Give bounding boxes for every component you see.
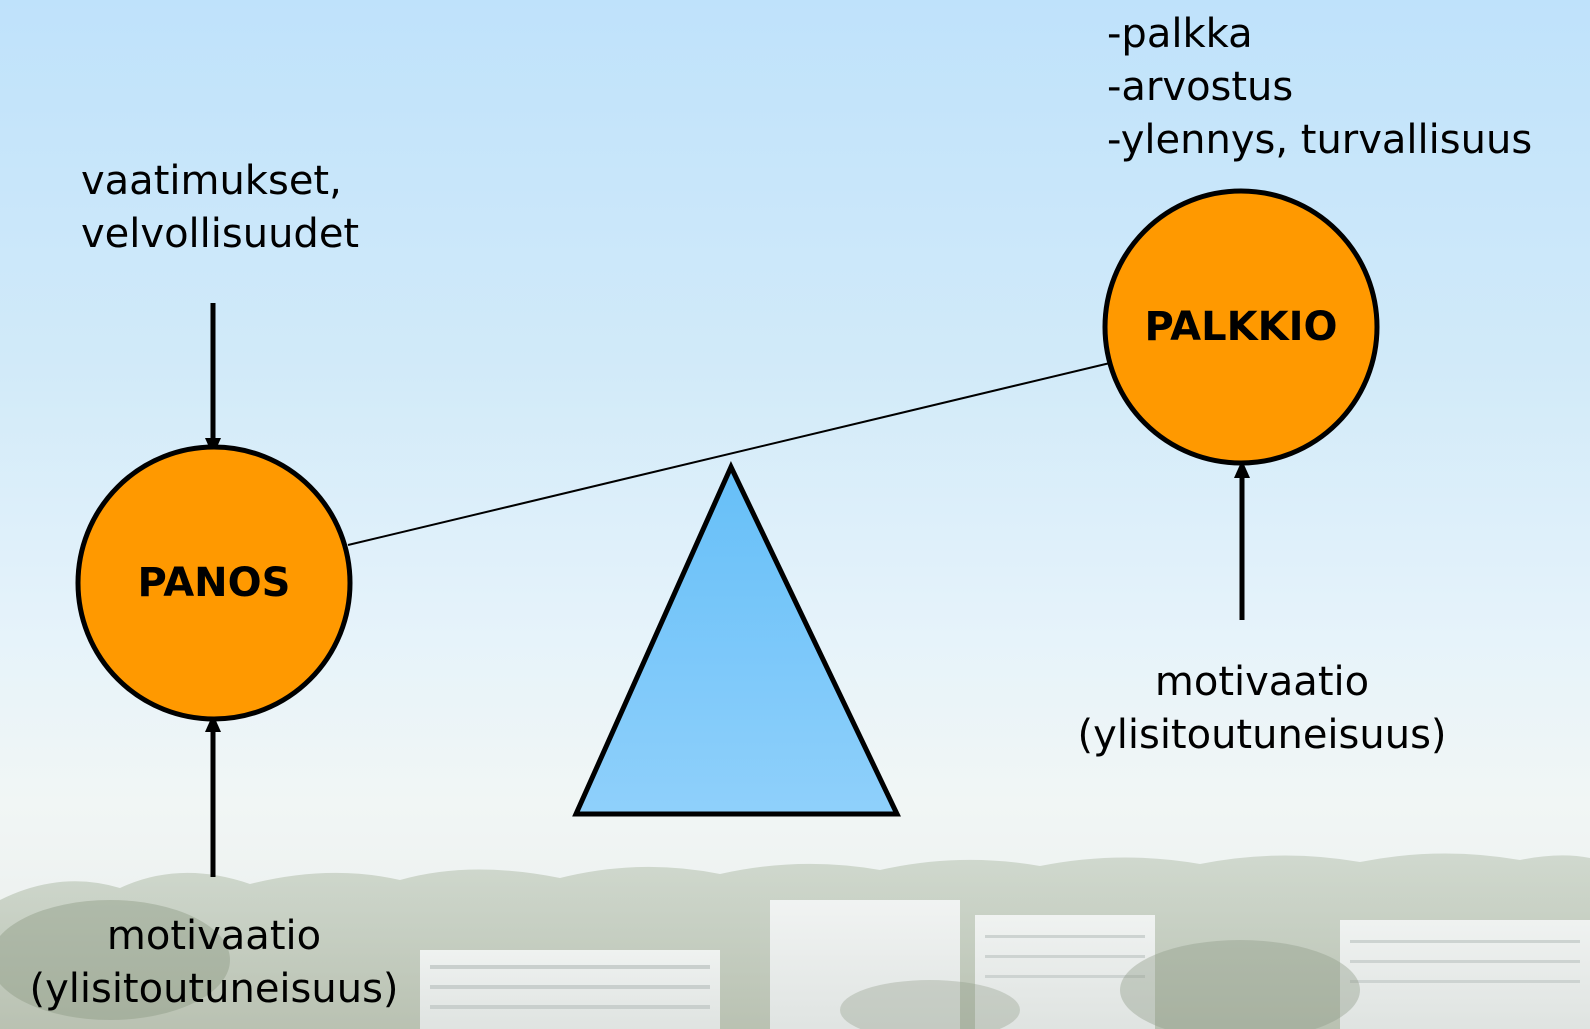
- palkkio-node: [1102, 188, 1380, 466]
- reward-list: -palkka -arvostus -ylennys, turvallisuus: [1107, 8, 1532, 167]
- demands-text: vaatimukset, velvollisuudet: [81, 155, 359, 261]
- motivation-right-line2: (ylisitoutuneisuus): [1077, 712, 1447, 758]
- motivation-left-text: motivaatio (ylisitoutuneisuus): [0, 910, 428, 1016]
- demands-line1: vaatimukset,: [81, 158, 342, 204]
- balance-beam: [347, 362, 1111, 546]
- reward-item-salary: -palkka: [1107, 11, 1253, 57]
- motivation-left-arrowhead: [205, 714, 221, 732]
- panos-label: PANOS: [137, 560, 291, 606]
- palkkio-label: PALKKIO: [1144, 304, 1338, 350]
- demands-line2: velvollisuudet: [81, 211, 360, 257]
- reward-item-promotion-security: -ylennys, turvallisuus: [1107, 117, 1533, 163]
- panos-node: [75, 444, 353, 722]
- motivation-left-line2: (ylisitoutuneisuus): [29, 966, 399, 1012]
- motivation-right-arrowhead: [1234, 460, 1250, 478]
- motivation-left-line1: motivaatio: [106, 913, 322, 959]
- motivation-right-line1: motivaatio: [1154, 659, 1370, 705]
- fulcrum-triangle: [572, 461, 901, 817]
- reward-item-esteem: -arvostus: [1107, 64, 1294, 110]
- motivation-right-text: motivaatio (ylisitoutuneisuus): [1062, 656, 1462, 762]
